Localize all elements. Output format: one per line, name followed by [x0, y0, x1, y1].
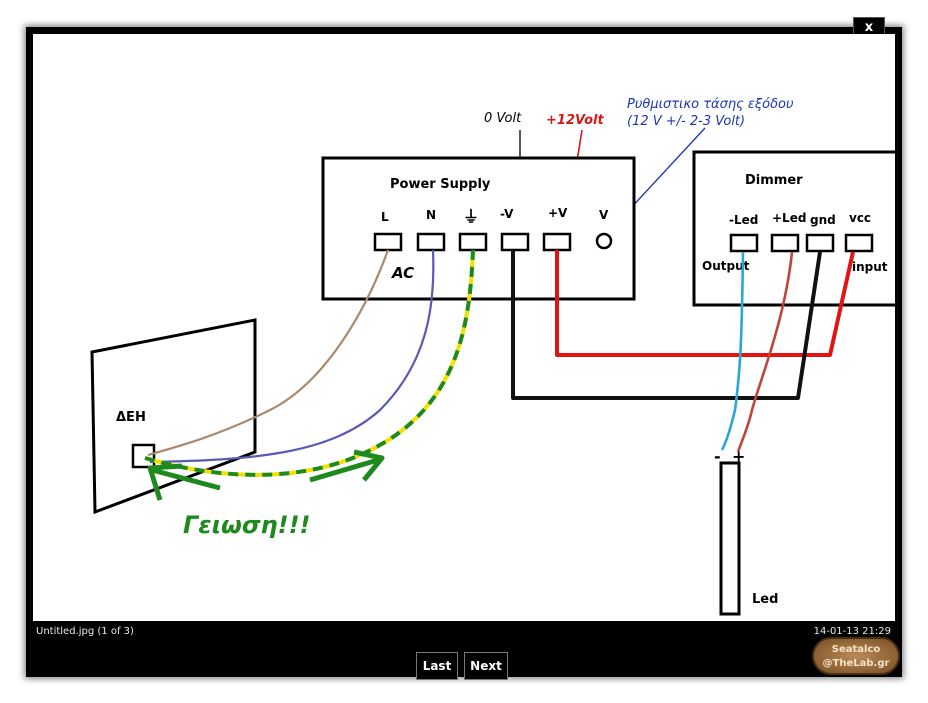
next-button[interactable]: Next	[464, 652, 508, 680]
deh-label: ΔΕΗ	[116, 410, 146, 425]
power-supply-title: Power Supply	[390, 177, 491, 192]
ground-arrow-right-shaft	[309, 457, 379, 483]
ps-terminal-posv	[542, 232, 572, 252]
led-minus-label: -	[714, 447, 721, 466]
led-plus-label: +	[732, 447, 745, 466]
ground-arrow-left-shaft	[151, 467, 221, 491]
dim-terminal-gnd	[805, 233, 835, 253]
wiring-diagram: 0 Volt +12Volt Ρυθμιστικο τάσης εξόδου (…	[90, 97, 895, 616]
power-supply-box	[321, 156, 636, 301]
dim-term-label-vcc: vcc	[849, 211, 871, 225]
ps-terminal-gnd	[458, 232, 488, 252]
watermark-line2: @TheLab.gr	[822, 658, 890, 669]
ground-note: Γειωση!!!	[183, 511, 310, 539]
label-regulator-line2: (12 V +/- 2-3 Volt)	[627, 114, 745, 129]
dim-term-label-gnd: gnd	[810, 213, 836, 227]
dim-input-label: input	[852, 260, 888, 274]
ps-term-label-negv: -V	[500, 207, 514, 221]
dimmer-title: Dimmer	[745, 173, 803, 188]
dim-output-label: Output	[702, 259, 750, 273]
ac-label: AC	[391, 264, 414, 282]
caption-filename: Untitled.jpg (1 of 3)	[36, 626, 134, 637]
ground-arrow-left-head	[147, 463, 183, 501]
caption-bar: Untitled.jpg (1 of 3) 14-01-13 21:29	[33, 621, 895, 651]
ground-symbol-icon: ⏚	[463, 207, 479, 226]
wire-led-positive-red	[736, 251, 794, 453]
ps-term-label-n: N	[426, 208, 436, 222]
label-12-volt: +12Volt	[546, 113, 604, 128]
ps-term-label-posv: +V	[548, 206, 568, 220]
led-strip	[719, 461, 741, 616]
wire-neutral-blue	[149, 249, 435, 464]
caption-timestamp: 14-01-13 21:29	[813, 626, 891, 637]
ps-terminal-v-knob	[595, 232, 613, 250]
ps-term-label-v: V	[599, 208, 609, 222]
wire-ground-green	[144, 249, 475, 477]
label-regulator-line1: Ρυθμιστικο τάσης εξόδου	[627, 97, 794, 112]
wire-led-negative-cyan	[720, 251, 745, 451]
deh-socket	[131, 443, 156, 469]
dim-term-label-posled: +Led	[772, 211, 806, 225]
dim-term-label-negled: -Led	[729, 213, 758, 227]
dim-terminal-vcc	[844, 233, 874, 253]
dimmer-box	[692, 150, 895, 307]
ps-terminal-l	[373, 232, 403, 252]
wire-positive-red	[555, 250, 855, 357]
last-button[interactable]: Last	[416, 652, 458, 680]
wire-negative-black	[511, 250, 822, 400]
label-0-volt: 0 Volt	[484, 111, 522, 126]
dim-terminal-negled	[729, 233, 759, 253]
ps-term-label-l: L	[381, 210, 389, 224]
ps-terminal-negv	[500, 232, 530, 252]
watermark-line1: Seatalco	[831, 644, 881, 655]
wire-live-brown	[147, 249, 390, 457]
diagram-image: 0 Volt +12Volt Ρυθμιστικο τάσης εξόδου (…	[33, 34, 895, 621]
watermark-logo: Seatalco @TheLab.gr	[812, 637, 900, 675]
led-label: Led	[752, 592, 778, 607]
ps-terminal-n	[416, 232, 446, 252]
dim-terminal-posled	[770, 233, 800, 253]
ground-arrow-right-head	[353, 449, 385, 482]
